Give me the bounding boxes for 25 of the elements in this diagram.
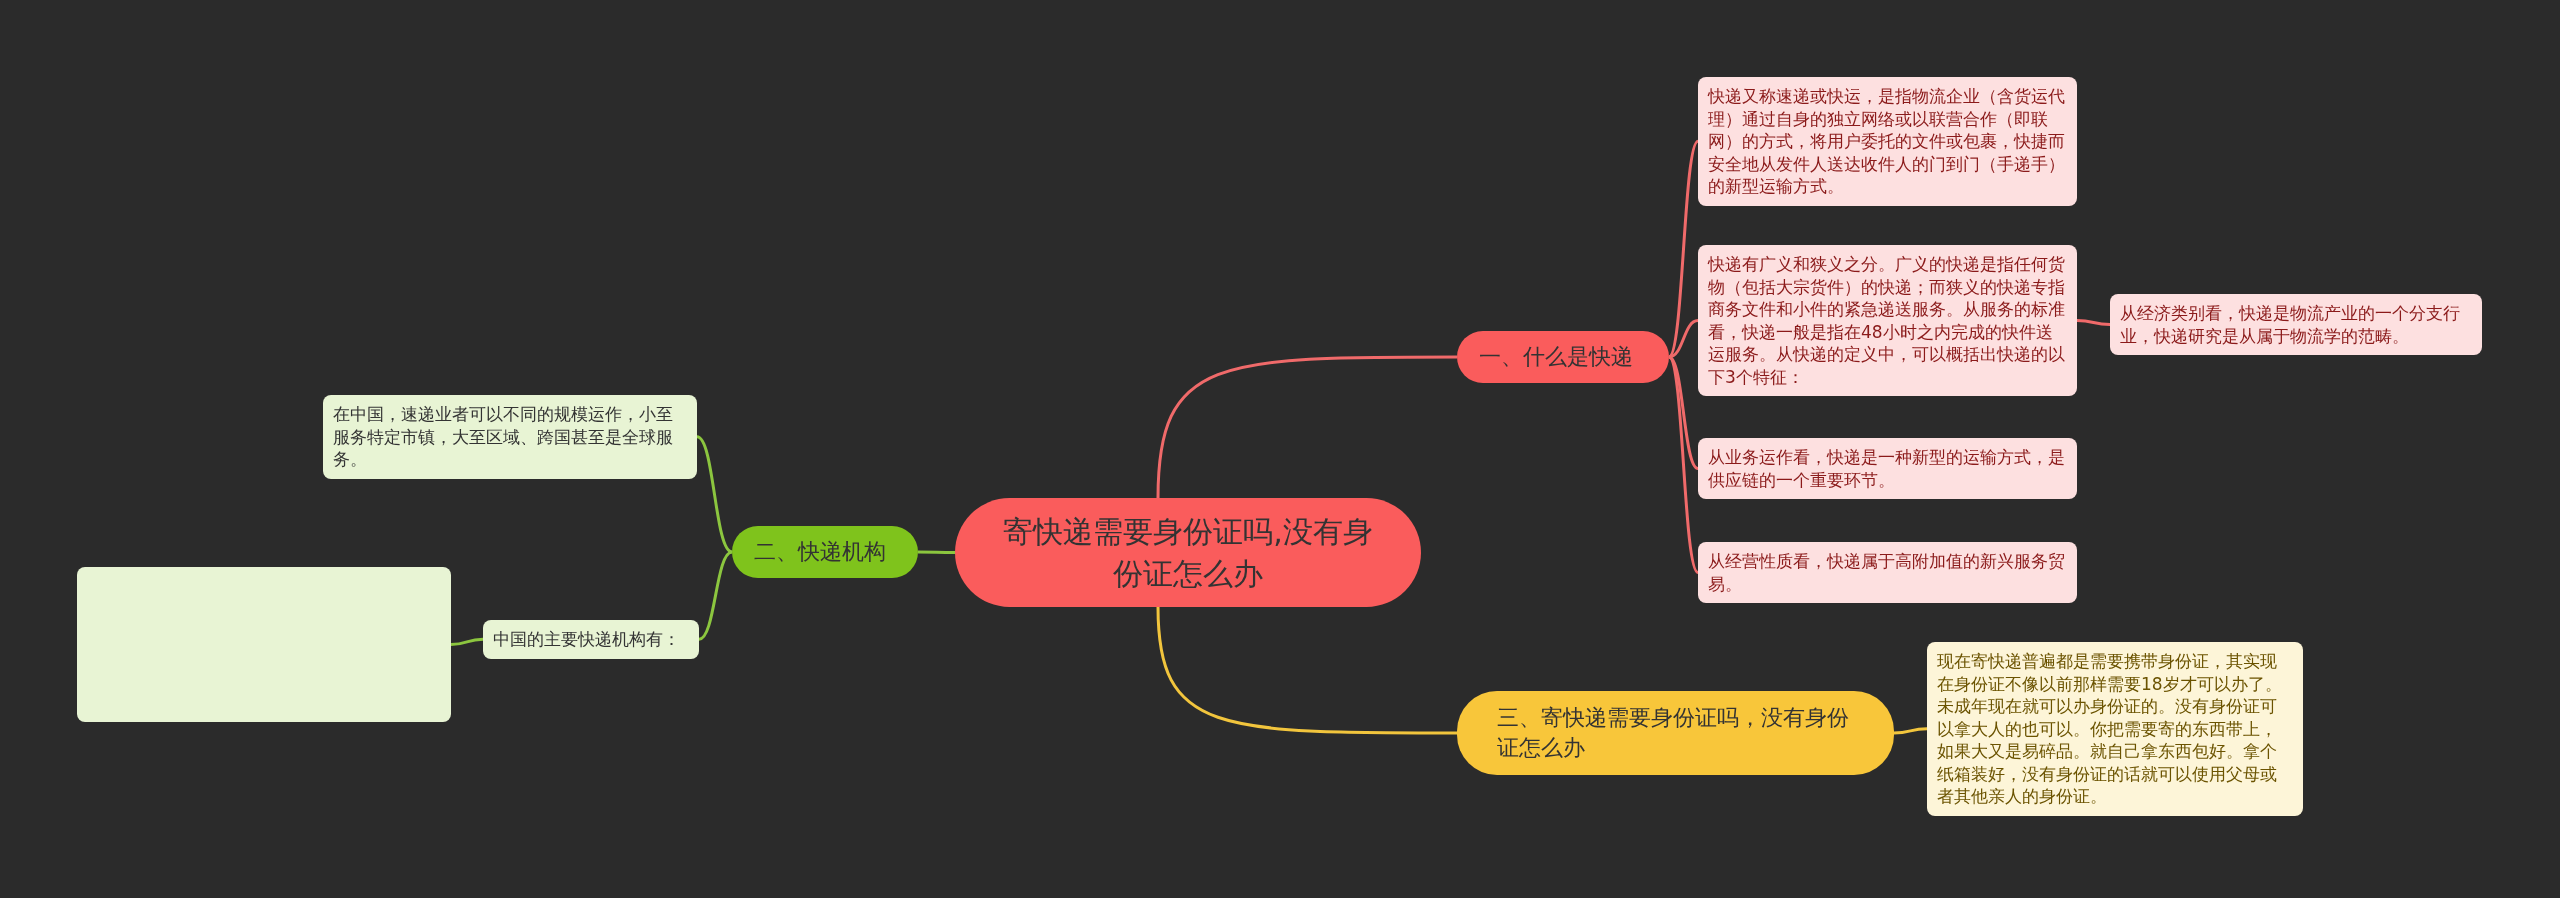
connector: [918, 550, 955, 554]
connector: [1668, 319, 1699, 359]
branch-topic: 三、寄快递需要身份证吗，没有身份证怎么办: [1457, 691, 1894, 775]
note-box: 从经营性质看，快递属于高附加值的新兴服务贸易。: [1698, 542, 2077, 603]
note-box: 从业务运作看，快递是一种新型的运输方式，是供应链的一个重要环节。: [1698, 438, 2077, 499]
note-box: 在中国，速递业者可以不同的规模运作，小至服务特定市镇，大至区域、跨国甚至是全球服务。: [323, 395, 697, 479]
central-topic: 寄快递需要身份证吗,没有身份证怎么办: [955, 498, 1421, 607]
connector: [1668, 355, 1699, 470]
connector: [1893, 727, 1928, 735]
connector: [696, 435, 733, 554]
connector: [698, 550, 733, 641]
connector: [1156, 606, 1457, 735]
note-box: 从经济类别看，快递是物流产业的一个分支行业，快递研究是从属于物流学的范畴。: [2110, 294, 2482, 355]
note-box: [77, 567, 451, 722]
connector: [1667, 140, 1700, 358]
note-box: 快递有广义和狭义之分。广义的快递是指任何货物（包括大宗货件）的快递；而狭义的快递专指商务文件和小件的紧急递送服务。从服务的标准看，快递一般是指在48小时之内完成的快件送运服务。从快递的定义中，可以概括出快递的以下3个特征：: [1698, 245, 2077, 396]
connector: [2076, 319, 2111, 326]
connector: [1667, 356, 1700, 574]
branch-topic: 一、什么是快递: [1457, 331, 1669, 383]
connector: [1156, 355, 1457, 499]
note-box: 中国的主要快递机构有：: [483, 620, 699, 659]
note-box: 现在寄快递普遍都是需要携带身份证，其实现在身份证不像以前那样需要18岁才可以办了。未成年现在就可以办身份证的。没有身份证可以拿大人的也可以。你把需要寄的东西带上，如果大又是易碎品。就自己拿东西包好。拿个纸箱装好，没有身份证的话就可以使用父母或者其他亲人的身份证。: [1927, 642, 2303, 816]
branch-topic: 二、快递机构: [732, 526, 918, 578]
note-box: 快递又称速递或快运，是指物流企业（含货运代理）通过自身的独立网络或以联营合作（即联网）的方式，将用户委托的文件或包裹，快捷而安全地从发件人送达收件人的门到门（手递手）的新型运输方式。: [1698, 77, 2077, 206]
connector: [450, 637, 484, 646]
